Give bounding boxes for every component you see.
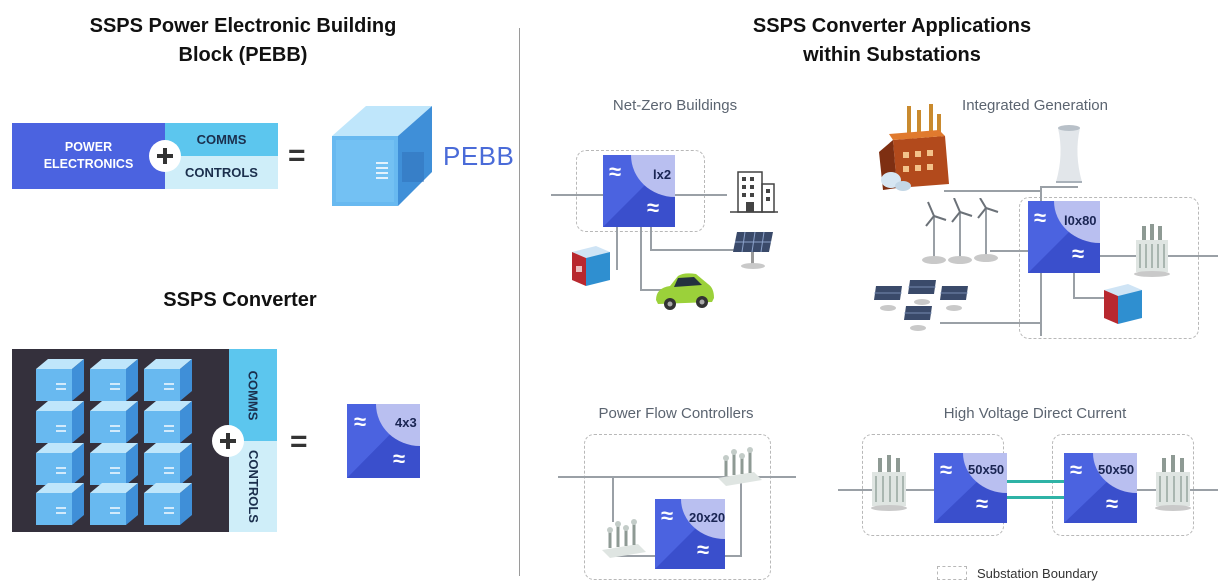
- electric-vehicle-icon: [656, 273, 714, 310]
- dc-wave-icon: ≈: [647, 195, 660, 220]
- power-electronics-line1: POWER: [64, 140, 113, 154]
- plus-icon: [212, 425, 244, 457]
- integrated-gen-line: [944, 190, 1040, 192]
- ac-wave-icon: ≈: [609, 159, 622, 184]
- solar-farm-icon: [874, 280, 968, 331]
- powerflow-bus-line: [612, 476, 614, 522]
- converter-title: SSPS Converter: [163, 289, 317, 311]
- powerflow-bus-line: [740, 476, 742, 556]
- netzero-rating: lx2: [653, 167, 672, 182]
- switchgear-icon: [602, 519, 646, 558]
- transformer-icon: [871, 455, 907, 511]
- netzero-feed-line: [650, 226, 652, 250]
- ac-wave-icon: ≈: [940, 457, 953, 482]
- pebb-cube-icon: [332, 106, 432, 206]
- ac-wave-icon: ≈: [1034, 205, 1047, 230]
- controls-vertical-label: CONTROLS: [245, 450, 261, 523]
- integrated-gen-line: [990, 250, 1028, 252]
- pebb-title: SSPS Power Electronic Building Block (PE…: [20, 12, 466, 70]
- integrated-rating: l0x80: [1064, 213, 1097, 228]
- converter-integrated: ≈ ≈ l0x80: [1028, 201, 1100, 273]
- applications-title-line1: SSPS Converter Applications: [752, 15, 1032, 37]
- wind-turbines-icon: [922, 198, 999, 264]
- battery-storage-icon: [1104, 284, 1142, 324]
- controls-vertical-block: CONTROLS: [229, 441, 277, 532]
- netzero-feed-line: [616, 226, 618, 270]
- integrated-gen-line: [1040, 186, 1078, 188]
- ac-wave-icon: ≈: [661, 503, 674, 528]
- switchgear-icon: [718, 447, 762, 486]
- transformer-icon: [1155, 455, 1191, 511]
- hvdc-rating-b: 50x50: [1098, 462, 1135, 477]
- plus-icon: [149, 140, 181, 172]
- pebb-title-line1: SSPS Power Electronic Building: [89, 15, 397, 37]
- powerflow-label: Power Flow Controllers: [598, 405, 754, 422]
- cooling-tower-icon: [1056, 125, 1082, 183]
- equals-sign: =: [288, 139, 306, 172]
- power-electronics-line2: ELECTRONICS: [43, 157, 134, 171]
- comms-block: COMMS: [165, 123, 278, 156]
- hvdc-label: High Voltage Direct Current: [943, 405, 1127, 422]
- powerflow-bus-line: [558, 476, 796, 478]
- dc-wave-icon: ≈: [1106, 491, 1119, 516]
- legend-label: Substation Boundary: [977, 566, 1098, 581]
- ac-wave-icon: ≈: [354, 409, 367, 434]
- converter-hvdc-b: ≈ ≈ 50x50: [1064, 453, 1137, 523]
- netzero-feed-line: [650, 249, 735, 251]
- integrated-label: Integrated Generation: [962, 97, 1108, 114]
- building-icon: [730, 171, 778, 213]
- pebb-label: PEBB: [443, 141, 515, 171]
- netzero-feed-line: [640, 226, 642, 290]
- transformer-icon: [1134, 224, 1170, 277]
- converter-netzero: ≈ ≈ lx2: [603, 155, 675, 227]
- controls-block: CONTROLS: [165, 156, 278, 189]
- comms-vertical-label: COMMS: [245, 370, 261, 420]
- ac-wave-icon: ≈: [1070, 457, 1083, 482]
- hvdc-boundary-b: [1052, 434, 1194, 536]
- applications-title-line2: within Substations: [803, 44, 981, 66]
- integrated-boundary: [1019, 197, 1199, 339]
- converter-powerflow: ≈ ≈ 20x20: [655, 499, 725, 569]
- integrated-gen-line: [940, 322, 1040, 324]
- pebb-array-icon: [36, 359, 192, 525]
- dc-wave-icon: ≈: [976, 491, 989, 516]
- netzero-label: Net-Zero Buildings: [612, 97, 738, 114]
- netzero-feed-line: [640, 289, 665, 291]
- applications-title: SSPS Converter Applications within Subst…: [680, 12, 1104, 70]
- dc-wave-icon: ≈: [393, 446, 406, 471]
- comms-vertical-block: COMMS: [229, 349, 277, 441]
- solar-panel-icon: [733, 231, 773, 269]
- converter-rating: 4x3: [395, 415, 417, 430]
- dc-wave-icon: ≈: [1072, 241, 1085, 266]
- battery-storage-icon: [572, 246, 610, 286]
- integrated-gen-line: [1073, 272, 1075, 298]
- power-plant-icon: [879, 104, 949, 191]
- pebb-title-line2: Block (PEBB): [178, 44, 308, 66]
- powerflow-rating: 20x20: [689, 510, 725, 525]
- integrated-gen-line: [1073, 297, 1107, 299]
- hvdc-dc-link: [1004, 496, 1066, 499]
- converter-hvdc-a: ≈ ≈ 50x50: [934, 453, 1007, 523]
- legend-boundary-swatch: [937, 566, 967, 580]
- converter-4x3: ≈ ≈ 4x3: [347, 404, 420, 478]
- equals-sign: =: [290, 425, 308, 458]
- dc-wave-icon: ≈: [697, 537, 710, 562]
- power-electronics-block: POWER ELECTRONICS: [12, 123, 165, 189]
- hvdc-rating-a: 50x50: [968, 462, 1005, 477]
- hvdc-dc-link: [1004, 480, 1066, 483]
- panel-divider: [519, 28, 520, 576]
